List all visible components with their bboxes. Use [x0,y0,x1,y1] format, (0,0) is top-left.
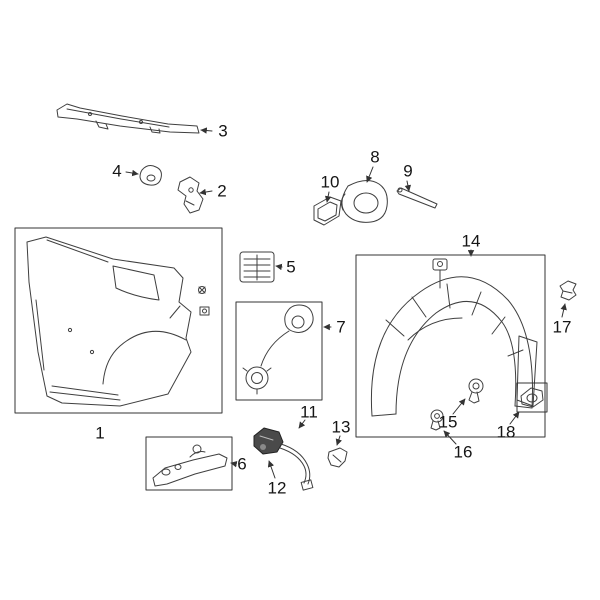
part-9-drawing[interactable] [396,187,438,209]
group-box-6 [145,436,233,491]
callout-13[interactable]: 13 [331,417,351,437]
callout-11[interactable]: 11 [300,402,318,422]
callout-1[interactable]: 1 [95,423,105,443]
leader-arrows [125,127,567,479]
part-8-drawing[interactable] [340,180,388,223]
part-5-drawing[interactable] [239,251,275,283]
part-3-drawing[interactable] [56,103,200,134]
part-14-drawing[interactable] [370,258,538,417]
callout-4[interactable]: 4 [112,161,122,181]
part-7-drawing[interactable] [242,304,314,395]
part-1-drawing[interactable] [26,236,192,407]
callout-6[interactable]: 6 [237,454,247,474]
group-box-14 [355,254,546,438]
callout-17[interactable]: 17 [552,317,572,337]
part-17-drawing[interactable] [559,280,577,301]
callout-16[interactable]: 16 [453,442,473,462]
callout-15[interactable]: 15 [438,412,458,432]
callout-2[interactable]: 2 [217,181,227,201]
callout-8[interactable]: 8 [370,147,380,167]
group-box-1 [14,227,223,414]
group-box-18 [516,382,548,413]
part-4-drawing[interactable] [139,165,162,186]
callout-9[interactable]: 9 [403,161,413,181]
part-2-drawing[interactable] [177,176,204,214]
callout-18[interactable]: 18 [496,422,516,442]
callout-3[interactable]: 3 [218,121,228,141]
part-11-drawing[interactable] [279,443,314,491]
callout-14[interactable]: 14 [461,231,481,251]
panel-hardware-drawing[interactable] [198,286,210,316]
part-15-drawing[interactable] [468,378,484,404]
part-12-fill [253,427,284,455]
part-16-drawing[interactable] [430,409,444,431]
group-box-7 [235,301,323,401]
callout-10[interactable]: 10 [320,172,340,192]
callout-7[interactable]: 7 [336,317,346,337]
callout-12[interactable]: 12 [267,478,287,498]
part-13-drawing[interactable] [327,447,348,468]
part-12-drawing[interactable] [253,427,284,455]
part-6-drawing[interactable] [152,444,228,487]
part-18-drawing[interactable] [520,387,544,408]
callout-5[interactable]: 5 [286,257,296,277]
